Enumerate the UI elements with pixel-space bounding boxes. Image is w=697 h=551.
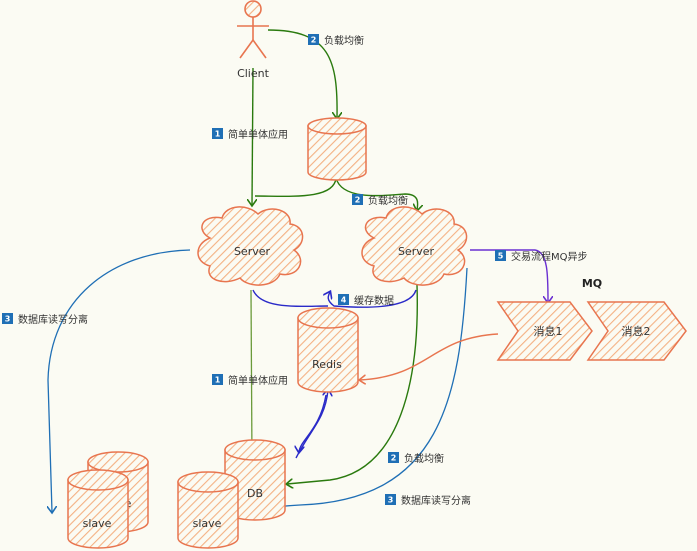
server-right-cloud	[361, 206, 468, 286]
step-label-rw-split-right: 3 数据库读写分离	[385, 494, 471, 507]
edge-server-right-to-redis	[328, 289, 417, 308]
mq-message-2	[586, 301, 687, 361]
svg-text:交易流程MQ异步: 交易流程MQ异步	[511, 250, 588, 263]
slave-db-cylinder	[177, 471, 239, 549]
svg-text:3: 3	[5, 315, 11, 324]
svg-text:负载均衡: 负载均衡	[324, 34, 364, 47]
mq-message-1	[496, 301, 593, 361]
step-label-monolith-top: 1 简单单体应用	[212, 128, 288, 141]
edge-redis-db-sync-1	[299, 394, 327, 452]
client-label: Client	[237, 67, 270, 80]
edge-client-to-server-left	[252, 67, 253, 205]
load-balancer-cylinder	[307, 117, 367, 181]
svg-text:2: 2	[391, 454, 397, 463]
edge-lb-to-server-right	[335, 177, 418, 210]
server-left-label: Server	[234, 245, 271, 258]
svg-text:简单单体应用: 简单单体应用	[228, 374, 288, 387]
edge-server-left-to-db	[251, 289, 252, 462]
svg-text:简单单体应用: 简单单体应用	[228, 128, 288, 141]
svg-text:缓存数据: 缓存数据	[354, 294, 394, 307]
svg-text:3: 3	[388, 496, 394, 505]
mq-message-2-label: 消息2	[622, 324, 651, 338]
step-label-load-balance-bottom: 2 负载均衡	[388, 452, 444, 465]
edge-server-to-mq	[470, 249, 548, 302]
svg-text:5: 5	[498, 252, 504, 261]
svg-text:负载均衡: 负载均衡	[404, 452, 444, 465]
server-right-label: Server	[398, 245, 435, 258]
step-label-cache: 4 缓存数据	[338, 294, 394, 307]
server-left-cloud	[197, 206, 304, 286]
edge-server-right-to-db	[287, 284, 418, 484]
slave-front-label: slave	[83, 517, 112, 530]
edge-mq-to-redis	[360, 333, 499, 380]
mq-message-1-label: 消息1	[534, 324, 563, 338]
slave-db-label: slave	[193, 517, 222, 530]
edge-server-left-to-slave	[48, 249, 191, 512]
edge-lb-to-server-left	[254, 177, 337, 197]
step-label-load-balance-top: 2 负载均衡	[308, 34, 364, 47]
slave-front-cylinder	[67, 469, 129, 549]
db-label: DB	[247, 487, 263, 500]
step-label-monolith-bottom: 1 简单单体应用	[212, 374, 288, 387]
edge-redis-db-sync-2	[295, 390, 328, 459]
svg-text:2: 2	[355, 196, 361, 205]
svg-text:数据库读写分离: 数据库读写分离	[401, 494, 471, 507]
client-icon	[237, 0, 269, 59]
mq-title: MQ	[582, 277, 602, 290]
svg-text:1: 1	[215, 130, 221, 139]
edge-client-to-lb	[267, 29, 337, 118]
svg-text:负载均衡: 负载均衡	[368, 194, 408, 207]
svg-text:数据库读写分离: 数据库读写分离	[18, 313, 88, 326]
svg-text:2: 2	[311, 36, 317, 45]
step-label-load-balance-mid: 2 负载均衡	[352, 194, 408, 207]
redis-label: Redis	[312, 358, 342, 371]
redis-cylinder	[297, 307, 359, 393]
svg-text:1: 1	[215, 376, 221, 385]
step-label-rw-split-left: 3 数据库读写分离	[2, 313, 88, 326]
svg-text:4: 4	[341, 296, 347, 305]
step-label-mq-async: 5 交易流程MQ异步	[495, 250, 588, 263]
edge-server-left-to-redis	[252, 289, 329, 308]
